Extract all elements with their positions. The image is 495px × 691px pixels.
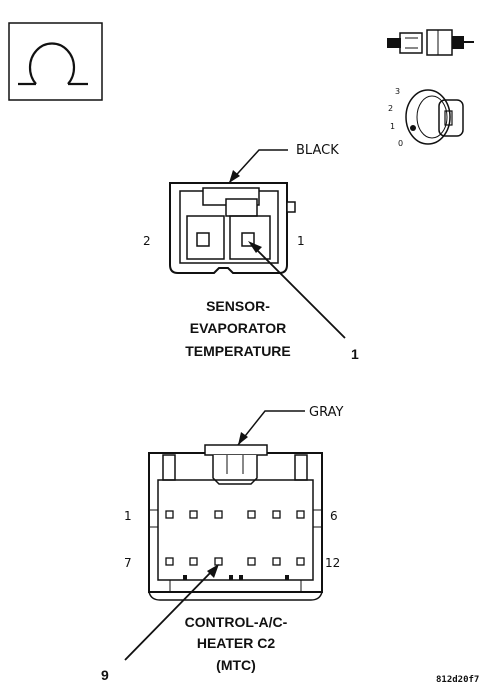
- cavity-11: [272, 557, 281, 566]
- key-position-0: 0: [398, 139, 403, 148]
- sensor-name-line-3: TEMPERATURE: [185, 343, 291, 359]
- omega-symbol-icon: [8, 22, 103, 101]
- sensor-name-line-1: SENSOR-: [206, 298, 270, 314]
- cavity-4: [247, 510, 256, 519]
- cavity-8: [189, 557, 198, 566]
- key-position-3: 3: [395, 87, 400, 96]
- sensor-pin-2-label: 2: [143, 234, 151, 248]
- callout-1-number: 1: [351, 346, 359, 362]
- black-leader-line: [228, 149, 288, 184]
- connector-plug-icon: [387, 29, 474, 56]
- figure-id: 812d20f7: [436, 675, 479, 685]
- sensor-connector: [169, 182, 296, 274]
- sensor-pin-1-label: 1: [297, 234, 305, 248]
- key-position-1: 1: [390, 122, 395, 131]
- cavity-10: [247, 557, 256, 566]
- key-position-2: 2: [388, 104, 393, 113]
- callout-9-line: [124, 569, 214, 661]
- cavity-7: [165, 557, 174, 566]
- cavity-5: [272, 510, 281, 519]
- black-arrowhead-icon: [229, 170, 240, 183]
- ignition-key-icon: 3 2 1 0: [388, 87, 464, 148]
- control-connector: [148, 444, 323, 601]
- gray-leader-line: [237, 410, 305, 446]
- sensor-cavity-2: [196, 232, 210, 247]
- control-name-line-2: HEATER C2: [197, 635, 276, 651]
- pin-7-label: 7: [124, 556, 132, 570]
- control-name-line-3: (MTC): [216, 657, 256, 673]
- sensor-name-line-2: EVAPORATOR: [190, 320, 286, 336]
- pin-12-label: 12: [325, 556, 340, 570]
- pin-1-label: 1: [124, 509, 132, 523]
- pin-6-label: 6: [330, 509, 338, 523]
- gray-arrowhead-icon: [238, 432, 248, 445]
- control-name-line-1: CONTROL-A/C-: [185, 614, 288, 630]
- callout-1-line: [253, 246, 346, 339]
- cavity-1: [165, 510, 174, 519]
- cavity-3: [214, 510, 223, 519]
- callout-9-arrowhead-icon: [207, 564, 219, 578]
- sensor-cavity-1: [241, 232, 255, 247]
- cavity-12: [296, 557, 305, 566]
- callout-9-number: 9: [101, 667, 109, 683]
- cavity-6: [296, 510, 305, 519]
- black-color-label: BLACK: [296, 143, 339, 158]
- cavity-2: [189, 510, 198, 519]
- callout-1-arrowhead-icon: [248, 241, 262, 253]
- gray-color-label: GRAY: [309, 405, 343, 420]
